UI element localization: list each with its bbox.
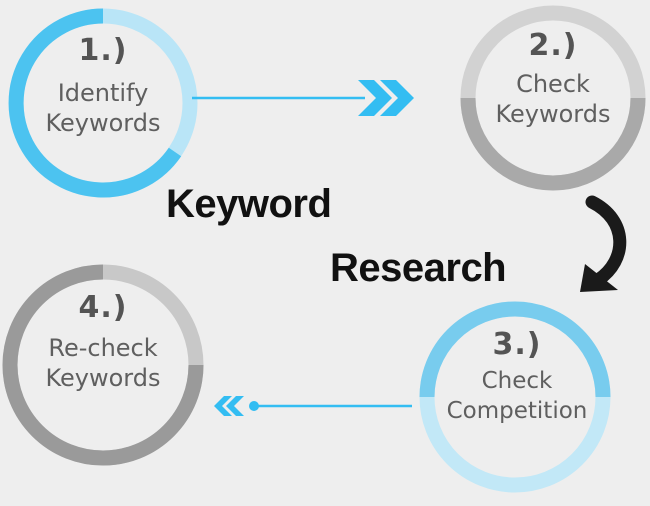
step-1-label-line2: Keywords (45, 109, 161, 137)
title-line-2: Research (330, 246, 507, 290)
double-chevron-right-icon (358, 80, 392, 116)
step-2-text: 2.) Check Keywords (473, 28, 633, 129)
step-4-label-line1: Re-check (48, 334, 158, 362)
title-line-1: Keyword (166, 182, 332, 226)
step-2-ring (460, 5, 646, 191)
step-3-label-line2: Competition (446, 398, 588, 424)
step-3-ring (419, 301, 611, 493)
step-4-number: 4.) (78, 290, 128, 325)
step-1-ring (8, 8, 198, 198)
double-chevron-left-icon (226, 396, 244, 416)
step-3-label-line1: Check (481, 368, 553, 394)
curved-arrow-head-icon (580, 264, 618, 292)
arrow-step3-to-step4 (214, 396, 412, 416)
step-4-ring (2, 264, 204, 466)
step-2-number: 2.) (528, 28, 578, 63)
step-4-text: 4.) Re-check Keywords (23, 290, 183, 393)
arrow-step1-to-step2 (192, 80, 414, 116)
step-2-label-line2: Keywords (495, 100, 611, 128)
step-3-text: 3.) Check Competition (432, 327, 602, 426)
step-4-label-line2: Keywords (45, 364, 161, 392)
arrow-step2-to-step3 (580, 195, 627, 292)
step-2-label-line1: Check (516, 70, 590, 98)
step-1-text: 1.) Identify Keywords (23, 33, 183, 138)
step-1-number: 1.) (78, 33, 128, 68)
step-1-label-line1: Identify (57, 79, 149, 107)
step-3-number: 3.) (492, 327, 542, 362)
